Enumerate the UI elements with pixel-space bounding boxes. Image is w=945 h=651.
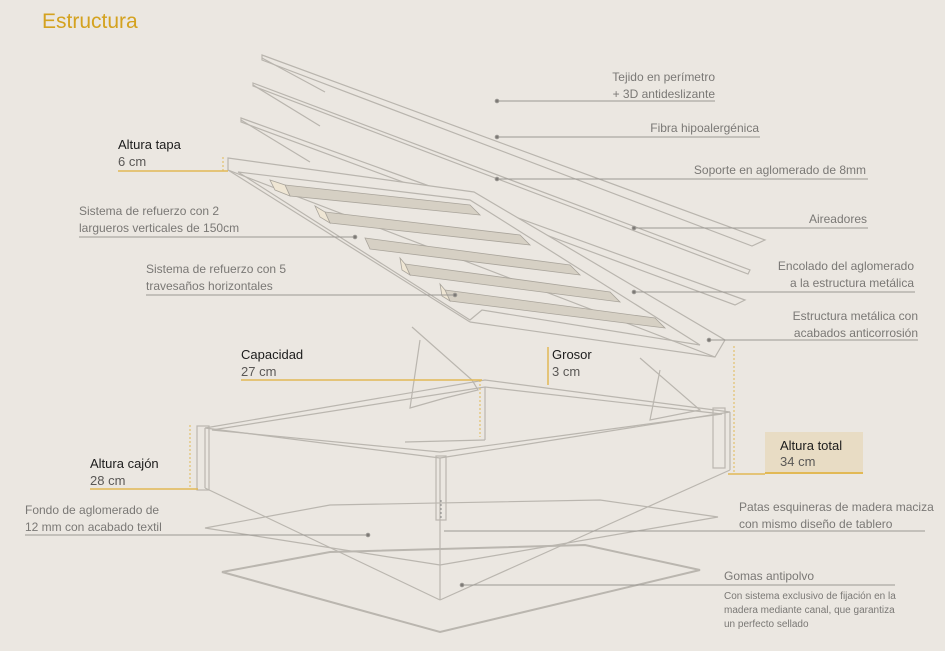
callout-text: + 3D antideslizante [612, 87, 715, 101]
callout-text: Sistema de refuerzo con 2 [79, 204, 220, 218]
callout-text: Estructura metálica con [792, 309, 918, 323]
anti-dust-frame [221, 543, 701, 634]
measure-label: Altura tapa [118, 137, 181, 152]
callout-text: Fibra hipoalergénica [650, 121, 759, 135]
base-board [204, 499, 719, 566]
lift-piston-left [409, 326, 479, 409]
callout-tejido: Tejido en perímetro + 3D antideslizante [612, 69, 715, 103]
callout-encolado: Encolado del aglomerado a la estructura … [778, 258, 914, 292]
lift-piston-right [639, 357, 702, 421]
callout-fibra: Fibra hipoalergénica [650, 120, 759, 137]
callout-text: Sistema de refuerzo con 5 [146, 262, 287, 276]
corner-leg [196, 425, 210, 491]
callout-desc: un perfecto sellado [724, 619, 809, 630]
callout-aireadores: Aireadores [809, 211, 867, 228]
callout-desc: Con sistema exclusivo de fijación en la [724, 591, 896, 602]
callout-text: Tejido en perímetro [612, 70, 715, 84]
measure-value: 6 cm [118, 154, 147, 169]
measure-value: 34 cm [780, 454, 816, 469]
measure-value: 27 cm [241, 364, 277, 379]
callout-text: largueros verticales de 150cm [79, 221, 240, 235]
callout-text: acabados anticorrosión [793, 326, 918, 340]
lid-slats [284, 184, 667, 329]
callout-desc: madera mediante canal, que garantiza [724, 605, 895, 616]
callout-soporte: Soporte en aglomerado de 8mm [694, 162, 866, 179]
callout-text: 12 mm con acabado textil [25, 520, 162, 534]
callout-patas: Patas esquineras de madera maciza con mi… [739, 499, 934, 533]
measure-label: Altura cajón [90, 456, 159, 471]
measure-altura-total: Altura total 34 cm [765, 432, 863, 474]
callout-text: Encolado del aglomerado [777, 259, 914, 273]
callout-text: Aireadores [808, 212, 867, 226]
measure-label: Grosor [552, 347, 592, 362]
measure-value: 3 cm [552, 364, 581, 379]
callout-fondo: Fondo de aglomerado de 12 mm con acabado… [25, 502, 162, 536]
callout-estructura: Estructura metálica con acabados anticor… [793, 308, 918, 342]
callout-text: Fondo de aglomerado de [25, 503, 160, 517]
callout-largueros: Sistema de refuerzo con 2 largueros vert… [79, 203, 239, 237]
callout-text: travesaños horizontales [146, 279, 273, 293]
measure-grosor: Grosor 3 cm [552, 346, 592, 380]
callout-text: Patas esquineras de madera maciza [739, 500, 934, 514]
measure-altura-tapa: Altura tapa 6 cm [118, 136, 181, 170]
callout-text: a la estructura metálica [789, 276, 914, 290]
callout-gomas: Gomas antipolvo Con sistema exclusivo de… [724, 568, 896, 632]
measure-value: 28 cm [90, 473, 126, 488]
measure-label: Altura total [780, 438, 843, 453]
measure-label: Capacidad [241, 347, 304, 362]
measure-altura-cajon: Altura cajón 28 cm [90, 455, 159, 489]
callout-text: con mismo diseño de tablero [739, 517, 893, 531]
measure-capacidad: Capacidad 27 cm [241, 346, 303, 380]
callout-text: Gomas antipolvo [724, 569, 815, 583]
callout-text: Soporte en aglomerado de 8mm [693, 163, 866, 177]
callout-travesanos: Sistema de refuerzo con 5 travesaños hor… [146, 261, 286, 295]
page-title: Estructura [42, 10, 138, 33]
